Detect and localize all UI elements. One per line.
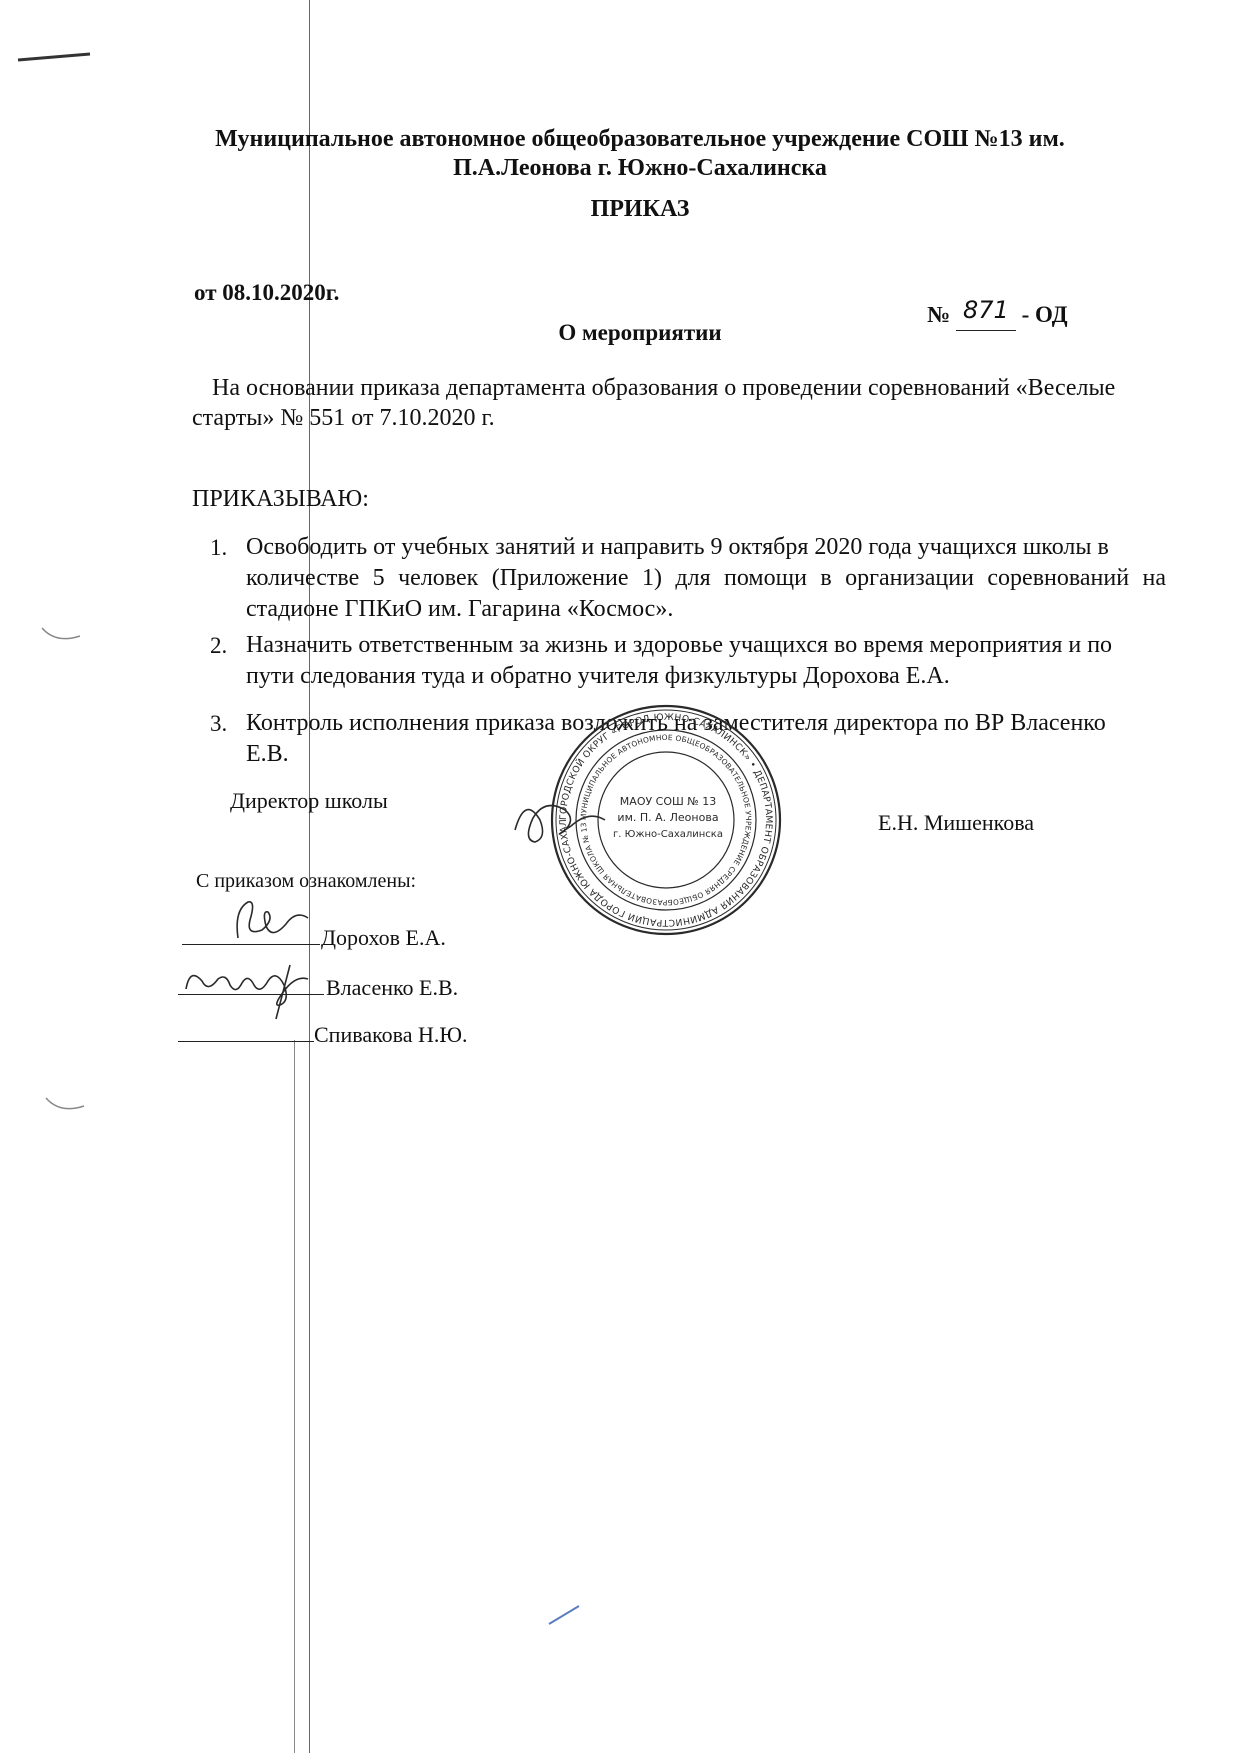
- signature-line: [182, 944, 320, 945]
- org-name-line2: П.А.Леонова г. Южно-Сахалинска: [453, 155, 827, 181]
- order-date: от 08.10.2020г.: [194, 280, 340, 305]
- director-signature: [514, 804, 606, 843]
- order-number-handwritten: 871: [962, 296, 1009, 324]
- acknowledgement-person: Власенко Е.В.: [326, 975, 459, 1000]
- document-type: ПРИКАЗ: [590, 196, 690, 222]
- acknowledgement-person: Спивакова Н.Ю.: [314, 1022, 468, 1047]
- director-name: Е.Н. Мишенкова: [878, 810, 1035, 835]
- official-stamp: ГОРОДСКОЙ ОКРУГ «ГОРОД ЮЖНО-САХАЛИНСК» •…: [546, 700, 782, 936]
- scan-artifact-mark: [41, 627, 81, 640]
- list-item-line: Назначить ответственным за жизнь и здоро…: [246, 632, 1113, 658]
- handwritten-signature: [185, 964, 309, 1020]
- stamp-center-line2: им. П. А. Леонова: [617, 811, 718, 824]
- scan-artifact-mark: [17, 52, 91, 62]
- acknowledgement-heading: С приказом ознакомлены:: [196, 870, 417, 892]
- list-item-number: 3.: [210, 711, 228, 736]
- basis-line-2: старты» № 551 от 7.10.2020 г.: [192, 405, 495, 431]
- list-item-number: 1.: [210, 535, 228, 560]
- signature-line: [178, 994, 324, 995]
- list-item-line: Контроль исполнения приказа возложить на…: [246, 710, 1106, 736]
- list-item-number: 2.: [210, 633, 228, 658]
- org-name-line1: Муниципальное автономное общеобразовател…: [215, 126, 1065, 152]
- scan-artifact-mark: [548, 1605, 580, 1625]
- scan-artifact-line: [294, 1040, 295, 1753]
- order-number-prefix: №: [927, 302, 951, 327]
- signature-line: [178, 1041, 314, 1042]
- order-number: № 871 - ОД: [927, 296, 1077, 331]
- list-item-line: пути следования туда и обратно учителя ф…: [246, 663, 950, 689]
- list-item-line: Освободить от учебных занятий и направит…: [246, 534, 1109, 560]
- order-directive: ПРИКАЗЫВАЮ:: [192, 486, 369, 512]
- order-number-field: 871: [955, 296, 1016, 331]
- director-title: Директор школы: [230, 788, 388, 813]
- list-item-line: Е.В.: [246, 741, 289, 767]
- list-item-line: количестве 5 человек (Приложение 1) для …: [246, 565, 1166, 591]
- acknowledgement-person: Дорохов Е.А.: [321, 925, 446, 950]
- scan-artifact-line: [309, 0, 310, 1753]
- scan-artifact-mark: [45, 1097, 85, 1110]
- handwritten-signature: [236, 901, 309, 939]
- stamp-center-line1: МАОУ СОШ № 13: [620, 795, 716, 808]
- list-item-line: стадионе ГПКиО им. Гагарина «Космос».: [246, 596, 674, 622]
- stamp-center-line3: г. Южно-Сахалинска: [613, 829, 723, 840]
- basis-line-1: На основании приказа департамента образо…: [212, 375, 1116, 401]
- order-subject: О мероприятии: [558, 320, 722, 345]
- order-number-suffix: - ОД: [1021, 302, 1068, 327]
